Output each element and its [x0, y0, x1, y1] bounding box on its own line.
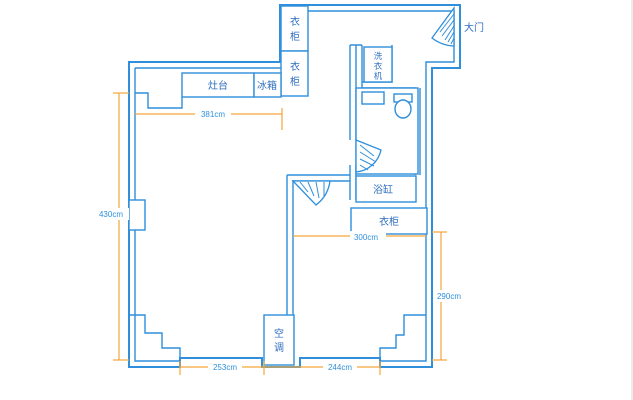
corner-bottom-right	[379, 314, 426, 361]
furniture	[128, 5, 428, 366]
washer	[363, 46, 393, 83]
fridge	[253, 72, 282, 98]
main-door-icon	[431, 6, 455, 47]
dimension-labels: 381cm 430cm 300cm 290cm 253cm 244cm	[99, 109, 466, 372]
main-door-label: 大门	[464, 21, 484, 34]
washer-label-c: 机	[374, 71, 383, 82]
central-wall	[286, 174, 350, 320]
wardrobe-top-2	[280, 50, 309, 97]
wardrobe-top-2-label-a: 衣	[290, 60, 300, 73]
wardrobe-top-1-label-b: 柜	[290, 30, 300, 43]
sink	[361, 91, 385, 105]
aircon-label-b: 调	[274, 342, 284, 354]
dim-bottom-left-label: 253cm	[213, 363, 237, 372]
corner-notches	[129, 314, 426, 361]
corner-bottom-left	[129, 314, 181, 361]
washer-label-a: 洗	[374, 51, 383, 62]
right-edge-border	[631, 0, 633, 400]
bathroom-door-icon	[355, 139, 382, 173]
wardrobe-top-2-label-b: 柜	[290, 75, 300, 88]
doors	[291, 6, 455, 206]
stove-label: 灶台	[208, 79, 228, 92]
aircon-label-a: 空	[274, 327, 284, 340]
bathtub	[355, 175, 417, 203]
washer-label-b: 衣	[374, 61, 383, 72]
wardrobe-top-1	[280, 5, 309, 52]
fridge-label: 冰箱	[257, 79, 277, 92]
aircon	[263, 314, 295, 366]
room-labels: 衣 柜 衣 柜 灶台 冰箱 洗 衣 机 大门 浴缸 衣柜 空 调	[208, 15, 484, 354]
bathtub-label: 浴缸	[373, 183, 393, 196]
toilet-bowl	[394, 99, 412, 119]
inner-wall-left	[134, 68, 180, 362]
interior-walls	[286, 44, 421, 320]
kitchen-step	[135, 92, 183, 109]
dim-inner-label: 300cm	[354, 233, 378, 242]
dim-right-label: 290cm	[437, 292, 461, 301]
dim-top-label: 381cm	[201, 110, 225, 119]
wall-column	[128, 199, 146, 231]
bedroom-door-icon	[291, 180, 331, 206]
dim-left-label: 430cm	[99, 210, 123, 219]
wardrobe-bottom	[350, 207, 428, 235]
stove-counter	[181, 72, 255, 98]
wardrobe-bottom-label: 衣柜	[379, 215, 399, 228]
dim-bottom-right-label: 244cm	[328, 363, 352, 372]
wardrobe-top-1-label-a: 衣	[290, 15, 300, 28]
